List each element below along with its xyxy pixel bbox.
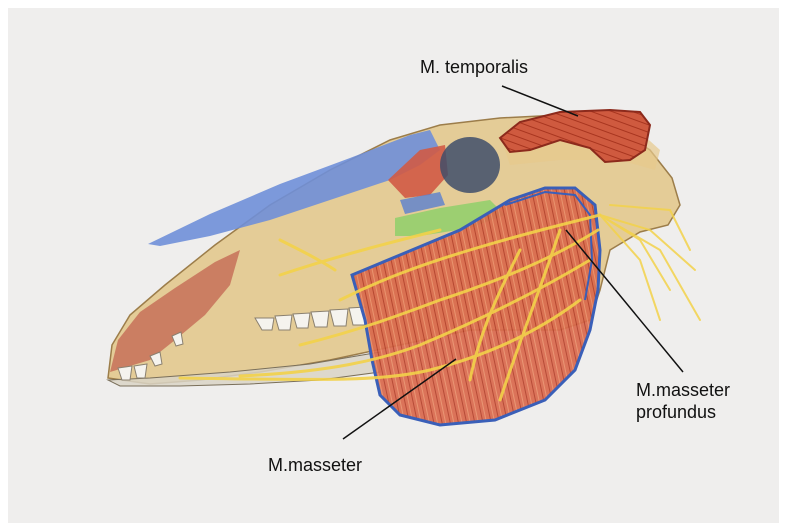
orbit <box>440 137 500 193</box>
label-masseter-profundus-line2: profundus <box>636 401 730 423</box>
label-masseter: M.masseter <box>268 454 362 476</box>
label-temporalis: M. temporalis <box>420 56 528 78</box>
label-masseter-profundus: M.masseter profundus <box>636 379 730 423</box>
label-masseter-profundus-line1: M.masseter <box>636 379 730 401</box>
